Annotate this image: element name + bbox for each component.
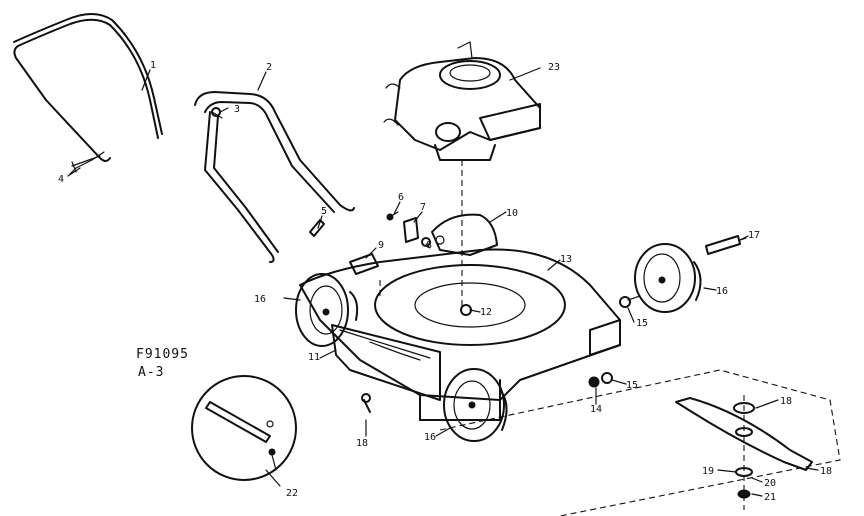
callout-15: 15 <box>636 318 648 329</box>
blade-guide-box <box>439 369 841 516</box>
callout-11: 11 <box>308 352 320 363</box>
callout-20: 20 <box>764 478 776 489</box>
callout-7: 7 <box>420 202 426 213</box>
sheet-number: A-3 <box>138 365 164 380</box>
callout-2: 2 <box>266 62 272 73</box>
discharge-chute <box>331 324 441 401</box>
leader-lines <box>67 67 819 497</box>
callout-labels: 1 2 3 4 5 6 7 8 9 10 11 12 13 14 15 15 1… <box>58 60 832 503</box>
callout-18: 18 <box>780 396 792 407</box>
callout-15: 15 <box>626 380 638 391</box>
callout-21: 21 <box>764 492 776 503</box>
left-rear-wheel <box>295 273 359 347</box>
blade-assembly <box>675 395 813 510</box>
callout-9: 9 <box>378 240 384 251</box>
drawing-code: F91095 <box>136 347 189 362</box>
callout-4: 4 <box>58 174 64 185</box>
callout-12: 12 <box>480 307 492 318</box>
right-wheel <box>619 243 702 313</box>
callout-1: 1 <box>150 60 156 71</box>
callout-6: 6 <box>398 192 404 203</box>
lower-handle <box>194 91 355 263</box>
callout-13: 13 <box>560 254 572 265</box>
engine <box>383 41 541 310</box>
upper-handle <box>13 13 163 175</box>
callout-16: 16 <box>424 432 436 443</box>
callout-17: 17 <box>748 230 760 241</box>
callout-14: 14 <box>590 404 602 415</box>
wheel-nuts <box>588 372 613 388</box>
callout-19: 19 <box>702 466 714 477</box>
left-front-wheel <box>443 368 508 442</box>
callout-16: 16 <box>716 286 728 297</box>
callout-10: 10 <box>506 208 518 219</box>
callout-18: 18 <box>356 438 368 449</box>
callout-18: 18 <box>820 466 832 477</box>
engine-bracket <box>431 213 498 256</box>
callout-16: 16 <box>254 294 266 305</box>
inset-detail <box>191 375 297 487</box>
callout-3: 3 <box>234 104 240 115</box>
axle-bolt <box>705 235 747 255</box>
callout-8: 8 <box>426 240 432 251</box>
callout-5: 5 <box>321 206 327 217</box>
callout-23: 23 <box>548 62 560 73</box>
mower-deck <box>299 248 621 421</box>
callout-22: 22 <box>286 488 298 499</box>
small-hardware <box>71 107 431 413</box>
